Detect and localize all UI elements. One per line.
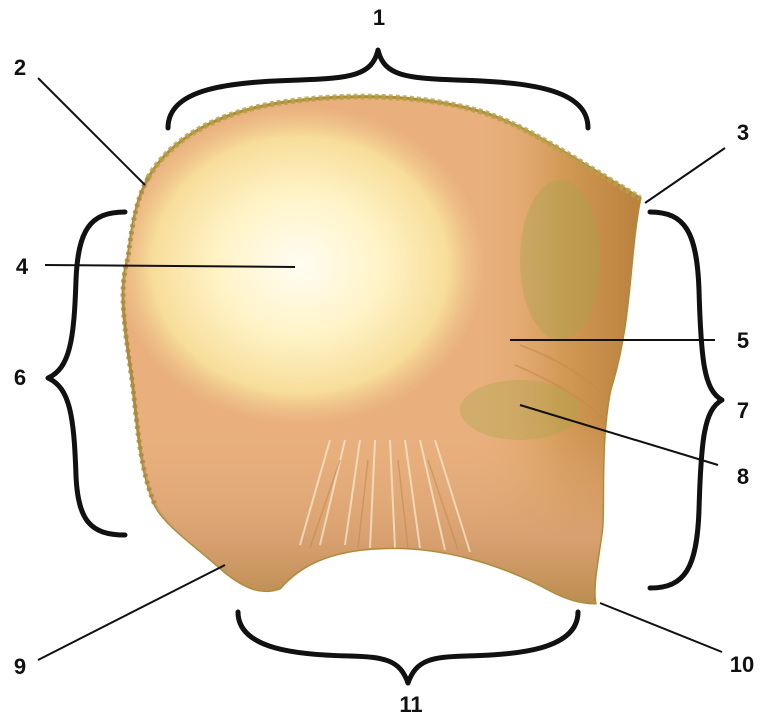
leader-3 — [645, 148, 725, 203]
brace-11 — [238, 612, 578, 683]
label-7: 7 — [737, 398, 749, 423]
brace-6 — [48, 212, 125, 535]
label-11: 11 — [399, 692, 422, 717]
label-6: 6 — [14, 365, 26, 390]
brace-7 — [650, 212, 722, 588]
label-5: 5 — [737, 328, 749, 353]
parietal-eminence-highlight — [115, 105, 485, 425]
leader-10 — [600, 603, 722, 652]
label-2: 2 — [14, 55, 26, 80]
parietal-bone — [115, 97, 650, 620]
label-9: 9 — [14, 654, 26, 679]
label-1: 1 — [373, 5, 385, 30]
label-3: 3 — [737, 120, 749, 145]
leader-9 — [38, 565, 225, 660]
leader-2 — [38, 78, 145, 185]
label-4: 4 — [16, 254, 29, 279]
label-8: 8 — [737, 464, 749, 489]
label-10: 10 — [730, 652, 754, 677]
